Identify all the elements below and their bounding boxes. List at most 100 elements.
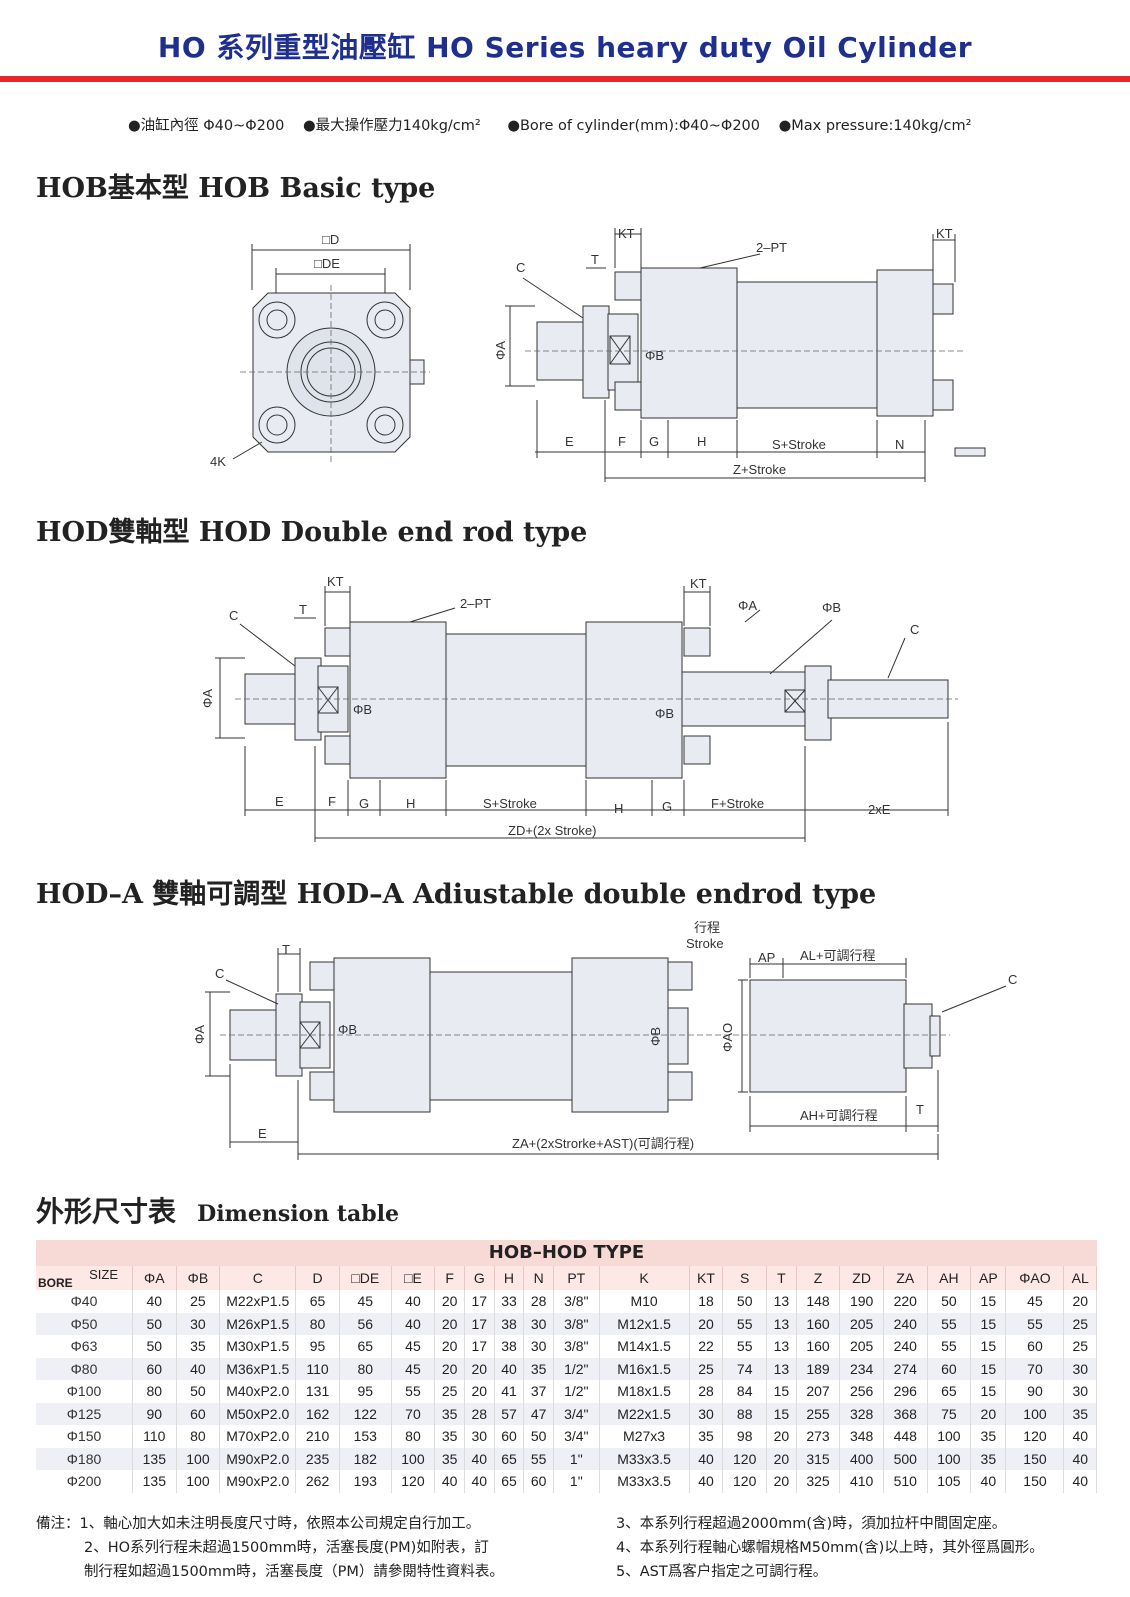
table-cell: 80 — [295, 1312, 340, 1335]
label-g2: G — [662, 799, 672, 814]
table-cell: 20 — [766, 1447, 797, 1470]
table-cell: 20 — [464, 1380, 495, 1403]
label-s-stroke: S+Stroke — [483, 796, 537, 811]
label-c: C — [516, 260, 525, 275]
table-cell: M16x1.5 — [599, 1357, 690, 1380]
table-cell: 100 — [1005, 1402, 1065, 1425]
label-phi-b-right: ΦB — [655, 706, 674, 721]
table-cell: 35 — [689, 1425, 724, 1448]
table-cell: 234 — [839, 1357, 884, 1380]
table-cell: 15 — [766, 1380, 797, 1403]
table-cell: 40 — [970, 1470, 1007, 1493]
label-stroke-en: Stroke — [686, 936, 724, 951]
table-cell: 220 — [883, 1290, 928, 1313]
table-cell: 50 — [176, 1380, 221, 1403]
label-de: □DE — [314, 256, 340, 271]
table-cell: 28 — [464, 1402, 495, 1425]
table-header-row: SIZE BORE ΦA ΦB C D □DE □E F G H N PT K … — [36, 1266, 1097, 1290]
bore-cell: Φ80 — [36, 1357, 133, 1380]
table-cell: 90 — [132, 1402, 177, 1425]
table-cell: 35 — [434, 1447, 465, 1470]
table-cell: M10 — [599, 1290, 690, 1313]
col-header: T — [766, 1266, 797, 1290]
table-cell: 100 — [927, 1447, 972, 1470]
notes-right: 3、本系列行程超過2000mm(含)時，須加拉杆中間固定座。 4、本系列行程軸心… — [616, 1512, 1044, 1584]
page-title: HO 系列重型油壓缸 HO Series heary duty Oil Cyli… — [157, 31, 973, 64]
notes-left: 備注：1、軸心加大如未注明長度尺寸時，依照本公司規定自行加工。 2、HO系列行程… — [36, 1512, 504, 1584]
label-e: E — [565, 434, 574, 449]
label-g: G — [359, 796, 369, 811]
table-cell: 205 — [839, 1312, 884, 1335]
col-header: KT — [689, 1266, 724, 1290]
table-cell: M22x1.5 — [599, 1402, 690, 1425]
label-t-right: T — [916, 1102, 924, 1117]
table-cell: 50 — [523, 1425, 555, 1448]
spec-bore-cn: ●油缸內徑 Φ40~Φ200 — [128, 118, 285, 134]
table-cell: 240 — [883, 1312, 928, 1335]
label-kt: KT — [618, 226, 635, 241]
table-cell: 55 — [391, 1380, 436, 1403]
table-cell: 38 — [494, 1335, 525, 1358]
label-stroke-cn: 行程 — [694, 920, 720, 935]
table-cell: 35 — [176, 1335, 221, 1358]
table-cell: 13 — [766, 1312, 797, 1335]
table-cell: 45 — [391, 1357, 436, 1380]
table-cell: 18 — [689, 1290, 724, 1313]
table-cell: 40 — [391, 1290, 436, 1313]
table-cell: 100 — [176, 1447, 221, 1470]
table-cell: 210 — [295, 1425, 340, 1448]
table-cell: 13 — [766, 1335, 797, 1358]
label-ah: AH+可調行程 — [800, 1108, 878, 1123]
table-cell: 20 — [766, 1425, 797, 1448]
table-cell: 20 — [766, 1470, 797, 1493]
table-cell: 40 — [132, 1290, 177, 1313]
table-cell: 98 — [722, 1425, 768, 1448]
table-cell: 131 — [295, 1380, 340, 1403]
table-cell: 80 — [176, 1425, 221, 1448]
table-cell: 55 — [722, 1335, 768, 1358]
table-cell: 273 — [796, 1425, 841, 1448]
table-cell: 160 — [796, 1335, 841, 1358]
table-cell: 148 — [796, 1290, 841, 1313]
table-cell: 15 — [970, 1290, 1007, 1313]
table-cell: 40 — [464, 1470, 495, 1493]
table-cell: 60 — [1005, 1335, 1065, 1358]
bore-cell: Φ125 — [36, 1402, 133, 1425]
note-line: 5、AST爲客户指定之可調行程。 — [616, 1564, 828, 1580]
col-header: AL — [1063, 1266, 1097, 1290]
table-cell: 55 — [1005, 1312, 1065, 1335]
table-cell: 95 — [295, 1335, 340, 1358]
section-title-hob: HOB基本型 HOB Basic type — [36, 173, 436, 204]
table-cell: 3/4" — [553, 1425, 600, 1448]
table-cell: 162 — [295, 1402, 340, 1425]
table-cell: 182 — [339, 1447, 392, 1470]
table-cell: 189 — [796, 1357, 841, 1380]
table-cell: 105 — [927, 1470, 972, 1493]
table-cell: 50 — [132, 1335, 177, 1358]
bore-cell: Φ63 — [36, 1335, 133, 1358]
bore-cell: Φ180 — [36, 1447, 133, 1470]
table-cell: 57 — [494, 1402, 525, 1425]
table-cell: 3/4" — [553, 1402, 600, 1425]
table-cell: 3/8" — [553, 1335, 600, 1358]
bore-cell: Φ100 — [36, 1380, 133, 1403]
table-cell: 22 — [689, 1335, 724, 1358]
table-cell: 120 — [391, 1470, 436, 1493]
table-cell: 274 — [883, 1357, 928, 1380]
table-cell: 30 — [1063, 1357, 1097, 1380]
table-cell: 70 — [391, 1402, 436, 1425]
label-phi-a-top: ΦA — [738, 598, 757, 613]
table-cell: 120 — [722, 1447, 768, 1470]
table-cell: 240 — [883, 1335, 928, 1358]
table-cell: 40 — [1063, 1470, 1097, 1493]
table-cell: 65 — [339, 1335, 392, 1358]
table-cell: 84 — [722, 1380, 768, 1403]
table-cell: 1" — [553, 1470, 600, 1493]
table-cell: M40xP2.0 — [219, 1380, 297, 1403]
table-cell: 25 — [1063, 1312, 1097, 1335]
table-cell: M70xP2.0 — [219, 1425, 297, 1448]
col-header: □DE — [339, 1266, 392, 1290]
